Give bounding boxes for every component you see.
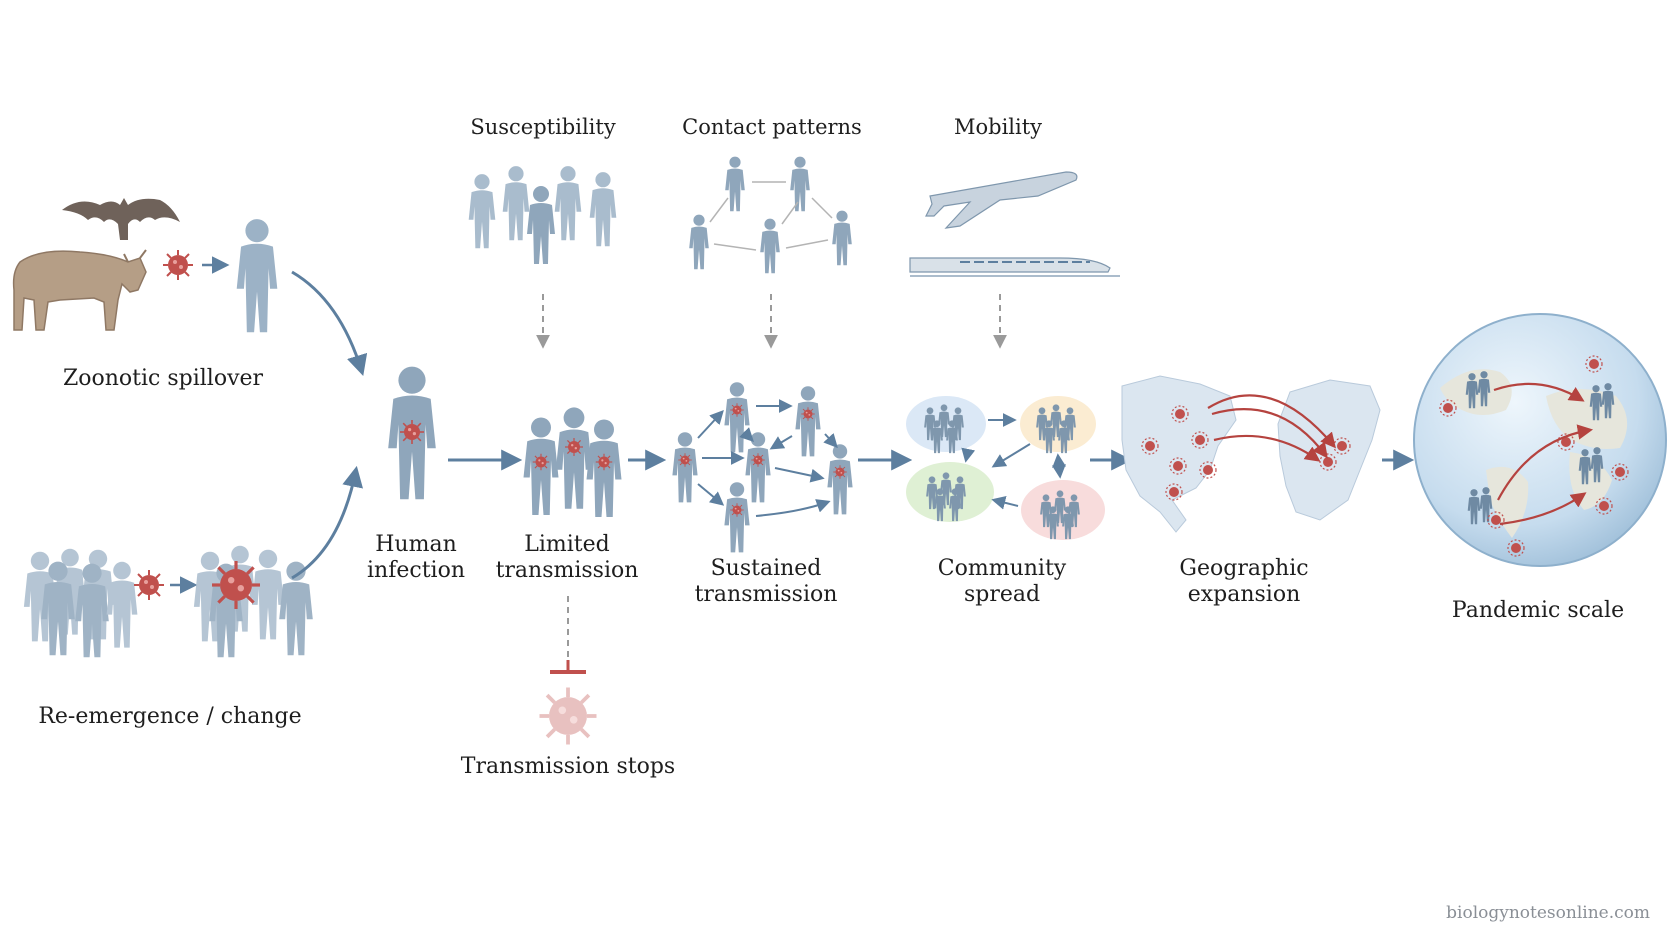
cow-icon [12, 249, 147, 331]
geographic-map [1121, 375, 1381, 533]
zoonotic-to-human-arrow [291, 270, 368, 377]
reemergence-to-human-arrow [291, 465, 363, 580]
contact-patterns-label: Contact patterns [682, 115, 862, 139]
population-group-icon [23, 548, 138, 658]
susceptibility-icon [468, 166, 617, 264]
virus-icon [133, 569, 165, 601]
susceptibility-label: Susceptibility [470, 115, 616, 139]
transmission-stops-label: Transmission stops [460, 754, 676, 779]
watermark: biologynotesonline.com [1446, 903, 1650, 923]
reemergence-label: Re-emergence / change [38, 704, 302, 729]
virus-icon [162, 249, 194, 281]
sustained-transmission-network [672, 382, 853, 553]
mobility-label: Mobility [953, 115, 1043, 139]
train-icon [909, 257, 1120, 277]
contact-patterns-icon [689, 156, 852, 274]
community-spread-clusters [906, 396, 1105, 540]
large-virus-icon [210, 559, 262, 611]
faded-virus-icon [537, 685, 599, 747]
bat-icon [62, 198, 180, 240]
airplane-icon [925, 171, 1078, 229]
globe-icon [1413, 313, 1667, 567]
zoonotic-spillover-label: Zoonotic spillover [62, 366, 264, 391]
pandemic-scale-label: Pandemic scale [1451, 598, 1625, 623]
virus-icon [399, 419, 425, 445]
person-icon [236, 219, 278, 333]
